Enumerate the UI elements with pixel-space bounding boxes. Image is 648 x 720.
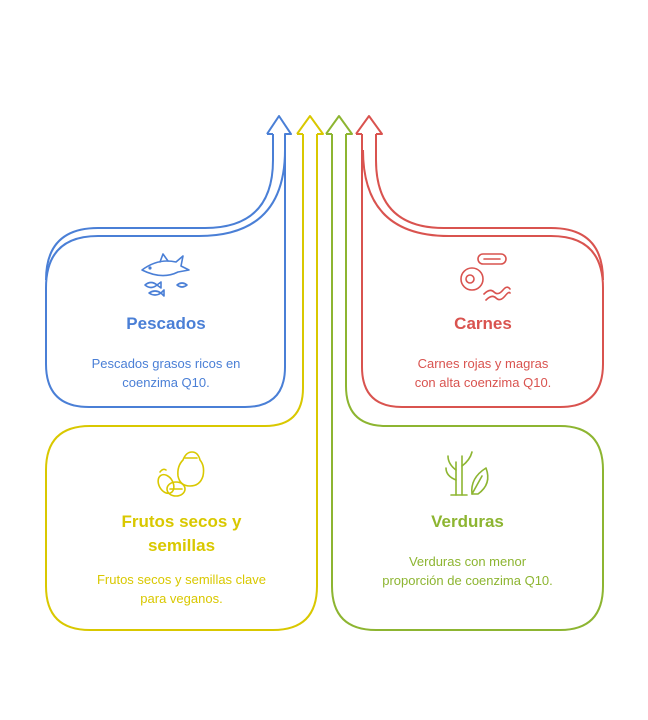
frutos-title-line2: semillas bbox=[147, 536, 216, 555]
carnes-title: Carnes bbox=[454, 314, 512, 333]
frutos-card: Frutos secos y semillas Frutos secos y s… bbox=[46, 510, 317, 608]
frutos-connector bbox=[45, 115, 324, 631]
frutos-title-line1: Frutos secos y bbox=[121, 512, 242, 531]
verduras-card: Verduras Verduras con menor proporción d… bbox=[332, 510, 603, 590]
frutos-arrowhead bbox=[296, 115, 324, 135]
verduras-connector bbox=[325, 115, 604, 631]
pescados-connector bbox=[45, 115, 292, 408]
fish-shark-icon bbox=[141, 253, 190, 297]
nuts-seeds-icon bbox=[157, 451, 205, 497]
pescados-card: Pescados Pescados grasos ricos en coenzi… bbox=[46, 312, 286, 392]
verduras-description-line2: proporción de coenzima Q10. bbox=[382, 573, 553, 588]
carnes-card: Carnes Carnes rojas y magras con alta co… bbox=[363, 312, 603, 392]
pescados-description-line2: coenzima Q10. bbox=[122, 375, 210, 390]
verduras-arrowhead bbox=[325, 115, 353, 135]
meat-bacon-icon bbox=[460, 253, 511, 301]
verduras-description-line1: Verduras con menor bbox=[408, 554, 527, 569]
carnes-arrowhead bbox=[355, 115, 383, 135]
pescados-description-line1: Pescados grasos ricos en bbox=[91, 356, 241, 371]
frutos-description-line2: para veganos. bbox=[140, 591, 223, 606]
frutos-description-line1: Frutos secos y semillas clave bbox=[96, 572, 267, 587]
verduras-title: Verduras bbox=[431, 512, 504, 531]
pescados-arrowhead bbox=[266, 115, 292, 135]
pescados-title: Pescados bbox=[126, 314, 206, 333]
carnes-connector bbox=[355, 115, 604, 408]
carnes-description-line2: con alta coenzima Q10. bbox=[414, 375, 552, 390]
carnes-description-line1: Carnes rojas y magras bbox=[417, 356, 549, 371]
vegetables-leaf-icon bbox=[445, 451, 489, 496]
